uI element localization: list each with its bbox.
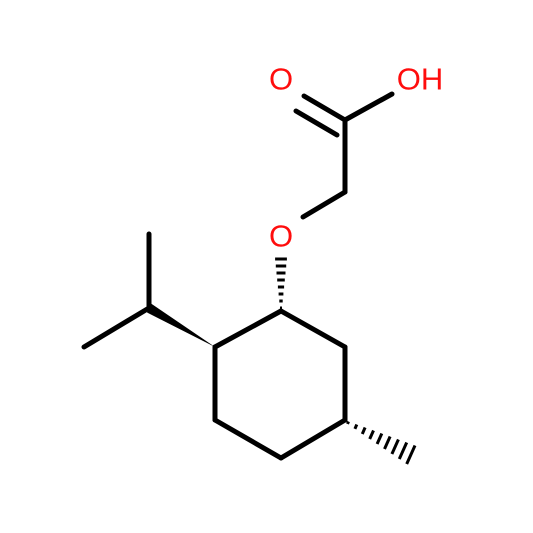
bond-ch2-ether-o [300, 189, 348, 220]
bond-carbonyl-double-b [293, 108, 340, 138]
ether-oxygen-label: O [269, 219, 293, 254]
atom-labels: O OH O [269, 62, 443, 254]
bond-ring-c4-c3 [212, 417, 284, 461]
bond-ring-c2-c1 [212, 308, 284, 350]
stereo-bonds [147, 257, 417, 465]
bond-isopropyl-methyl-left [81, 305, 152, 350]
bonds [81, 91, 395, 461]
hydroxyl-label: OH [397, 62, 444, 97]
bond-ring-c5-c4 [278, 417, 348, 461]
bond-carboxyl-oh [342, 91, 395, 123]
hashed-bond-methyl [346, 420, 417, 465]
carbonyl-oxygen-label: O [269, 62, 293, 97]
hashed-bond-ether [275, 257, 287, 310]
bond-carbonyl-double-a [301, 93, 348, 123]
wedge-bond-isopropyl [147, 303, 215, 347]
bond-ring-c1-c6 [278, 308, 348, 350]
